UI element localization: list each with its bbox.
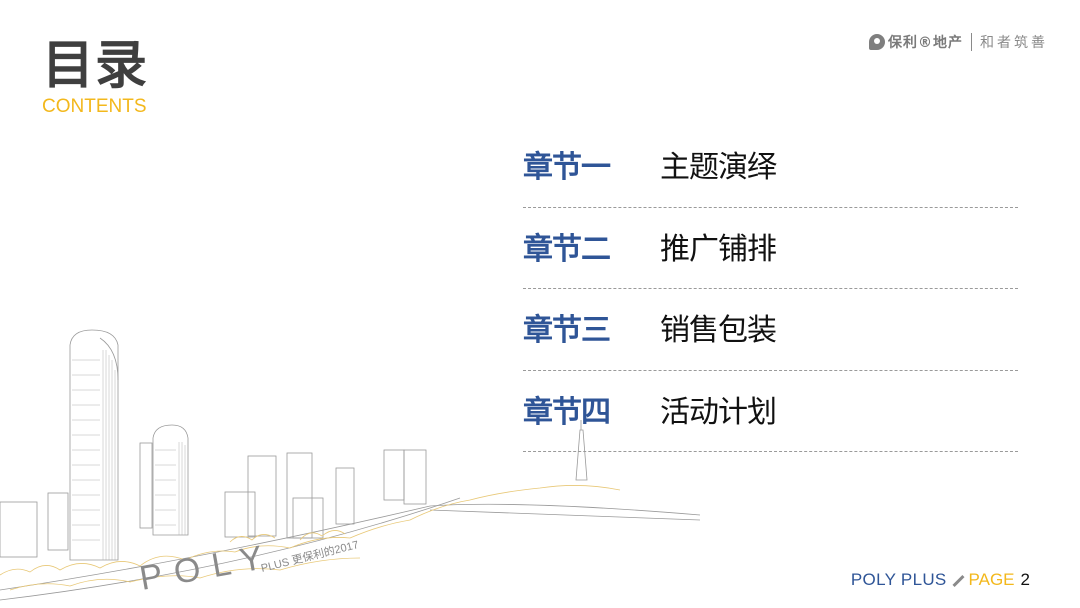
poly-caption: POLY bbox=[137, 537, 278, 598]
page-number: 2 bbox=[1020, 570, 1030, 589]
toc-topic-label: 销售包装 bbox=[660, 313, 777, 349]
poly-p-logo-icon bbox=[869, 34, 885, 50]
city-skyline-illustration: POLY PLUS 更保利的2017 bbox=[0, 329, 701, 601]
toc-chapter-label: 章节三 bbox=[523, 313, 611, 349]
brand-logo: 保利®地产 和者筑善 bbox=[869, 32, 1048, 52]
brand-name: 保利®地产 bbox=[888, 35, 963, 51]
slash-icon bbox=[951, 573, 965, 587]
page-label: PAGE bbox=[968, 570, 1015, 589]
toc-item-3[interactable]: 章节三 销售包装 bbox=[523, 289, 1018, 371]
toc-chapter-label: 章节四 bbox=[523, 394, 611, 430]
page-subtitle: CONTENTS bbox=[42, 96, 147, 117]
footer-brand: POLY PLUS bbox=[850, 570, 947, 589]
footer-page-indicator: POLY PLUS PAGE 2 bbox=[851, 570, 1030, 590]
brand-slogan: 和者筑善 bbox=[980, 35, 1048, 51]
toc-topic-label: 活动计划 bbox=[660, 394, 777, 430]
page-title: 目录 bbox=[42, 36, 149, 96]
toc-topic-label: 推广铺排 bbox=[660, 231, 777, 267]
title-block: 目录 CONTENTS bbox=[42, 36, 148, 118]
toc-item-4[interactable]: 章节四 活动计划 bbox=[523, 371, 1018, 452]
brand-divider bbox=[971, 33, 972, 51]
toc-topic-label: 主题演绎 bbox=[660, 150, 777, 186]
toc-item-1[interactable]: 章节一 主题演绎 bbox=[523, 126, 1018, 208]
toc-item-2[interactable]: 章节二 推广铺排 bbox=[523, 208, 1018, 289]
toc-chapter-label: 章节一 bbox=[523, 150, 611, 186]
table-of-contents: 章节一 主题演绎 章节二 推广铺排 章节三 销售包装 章节四 活动计划 bbox=[523, 126, 1018, 452]
toc-chapter-label: 章节二 bbox=[523, 231, 611, 267]
